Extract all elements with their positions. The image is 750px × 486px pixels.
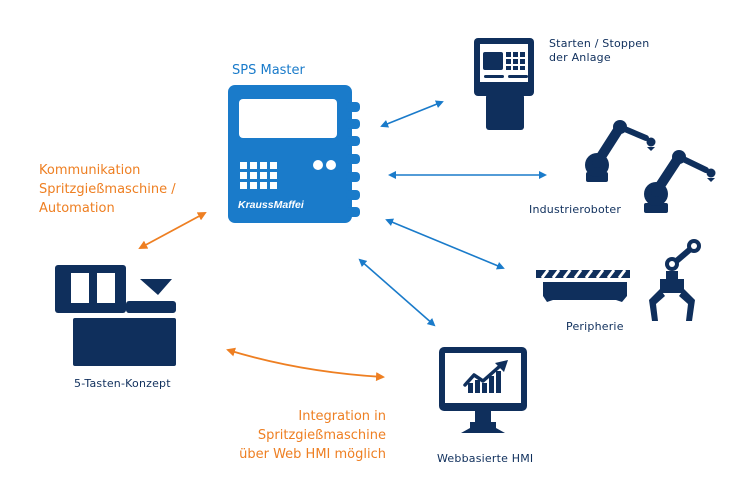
- arrow-communication: [138, 212, 207, 249]
- arrow-master-terminal: [380, 100, 444, 128]
- industrial-robot-icon: [585, 120, 656, 182]
- connection-arrows: [358, 100, 547, 327]
- integration-line3: über Web HMI möglich: [239, 447, 386, 462]
- arrow-integration: [226, 347, 385, 382]
- master-title: SPS Master: [232, 63, 305, 78]
- start-stop-label: Starten / Stoppen der Anlage: [549, 37, 649, 65]
- integration-line2: Spritzgießmaschine: [257, 428, 386, 443]
- brand-logo: KraussMaffei: [238, 199, 304, 211]
- integration-arrows: [138, 212, 385, 382]
- injection-molding-machine-icon: [55, 265, 176, 366]
- integration-line1: Integration in: [298, 409, 386, 424]
- communication-annotation: Kommunikation Spritzgießmaschine / Autom…: [39, 161, 176, 218]
- communication-line2: Spritzgießmaschine /: [39, 182, 176, 197]
- plc-controller-icon: [228, 85, 360, 223]
- start-stop-label-line1: Starten / Stoppen: [549, 37, 650, 50]
- gripper-icon: [649, 239, 701, 321]
- communication-line3: Automation: [39, 201, 115, 216]
- communication-line1: Kommunikation: [39, 163, 141, 178]
- conveyor-icon: [536, 269, 630, 302]
- arrow-master-peripherals: [385, 218, 505, 270]
- control-terminal-icon: [474, 38, 534, 130]
- robots-label: Industrieroboter: [529, 203, 622, 216]
- web-hmi-label: Webbasierte HMI: [437, 452, 534, 465]
- integration-annotation: Integration in Spritzgießmaschine über W…: [239, 407, 386, 464]
- monitor-chart-icon: [439, 347, 527, 433]
- peripherals-label: Peripherie: [566, 320, 624, 333]
- start-stop-label-line2: der Anlage: [549, 51, 611, 64]
- arrow-master-hmi: [358, 258, 436, 327]
- five-key-label: 5-Tasten-Konzept: [74, 377, 171, 390]
- industrial-robot-icon: [644, 150, 716, 213]
